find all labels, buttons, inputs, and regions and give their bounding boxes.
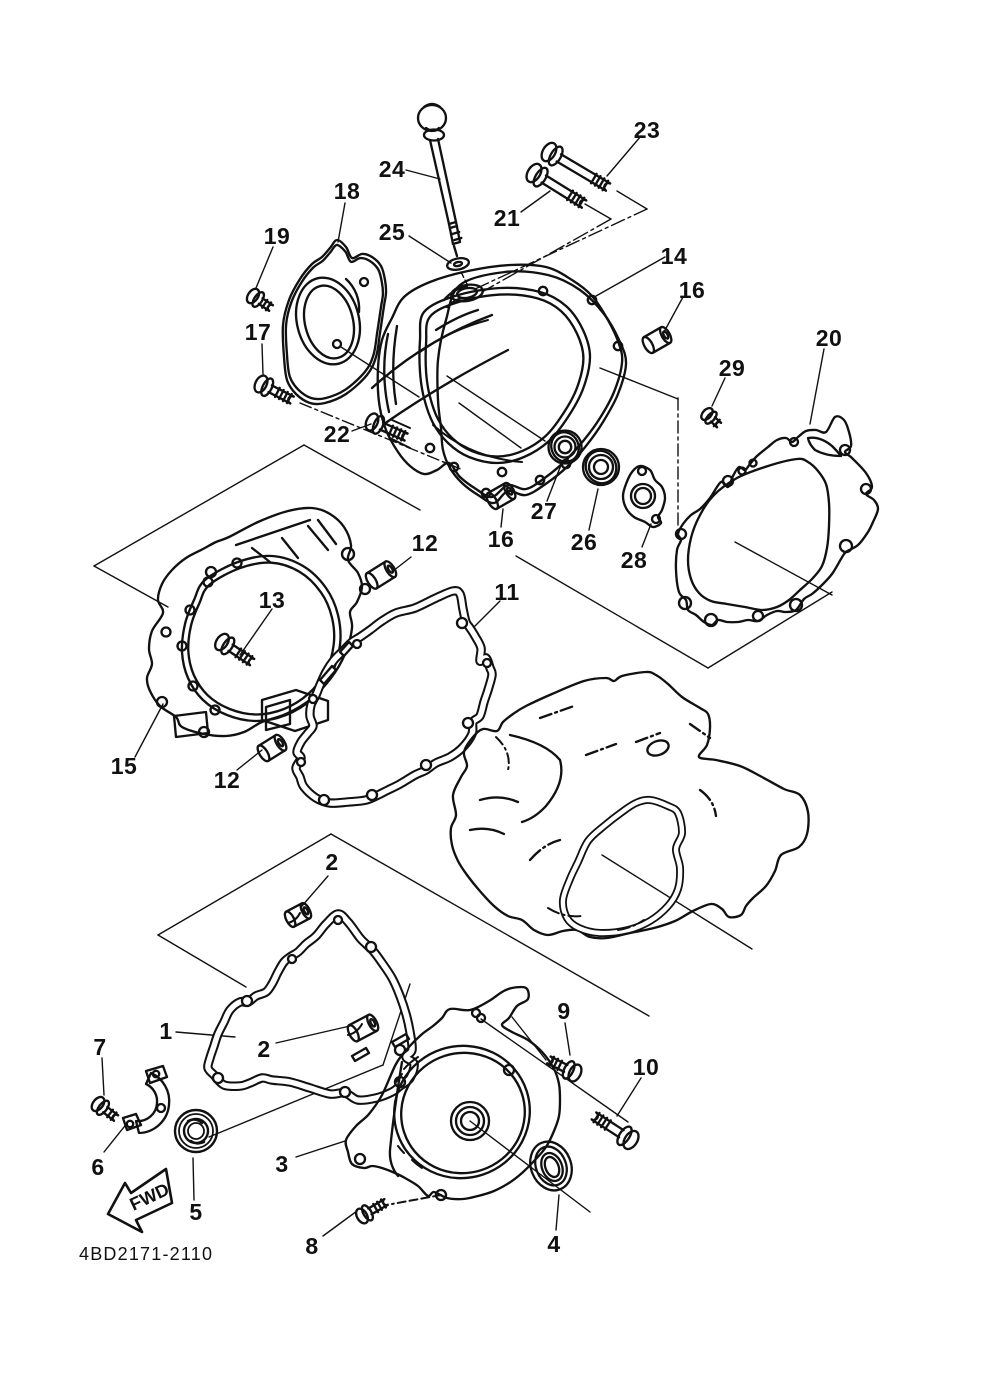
svg-text:13: 13 — [259, 587, 286, 613]
svg-text:14: 14 — [661, 243, 688, 269]
svg-text:7: 7 — [93, 1034, 106, 1060]
svg-text:12: 12 — [214, 767, 241, 793]
svg-text:2: 2 — [325, 849, 338, 875]
svg-text:28: 28 — [621, 547, 648, 573]
svg-text:4BD2171-2110: 4BD2171-2110 — [79, 1244, 213, 1264]
svg-text:10: 10 — [633, 1054, 660, 1080]
svg-text:19: 19 — [264, 223, 291, 249]
svg-text:12: 12 — [412, 530, 439, 556]
svg-text:2: 2 — [257, 1036, 270, 1062]
svg-text:9: 9 — [557, 998, 570, 1024]
svg-text:20: 20 — [816, 325, 843, 351]
svg-text:23: 23 — [634, 117, 661, 143]
svg-text:11: 11 — [494, 579, 519, 605]
svg-text:27: 27 — [531, 498, 558, 524]
svg-text:16: 16 — [488, 526, 515, 552]
svg-text:1: 1 — [159, 1018, 172, 1044]
svg-text:6: 6 — [91, 1154, 104, 1180]
svg-text:26: 26 — [571, 529, 598, 555]
svg-text:4: 4 — [547, 1231, 560, 1257]
svg-text:5: 5 — [189, 1199, 202, 1225]
svg-text:24: 24 — [379, 156, 406, 182]
svg-text:18: 18 — [334, 178, 361, 204]
svg-text:3: 3 — [275, 1151, 288, 1177]
svg-text:21: 21 — [494, 205, 521, 231]
svg-text:25: 25 — [379, 219, 406, 245]
svg-text:22: 22 — [324, 421, 351, 447]
svg-text:29: 29 — [719, 355, 746, 381]
svg-text:8: 8 — [305, 1233, 318, 1259]
svg-text:16: 16 — [679, 277, 706, 303]
svg-text:15: 15 — [111, 753, 138, 779]
svg-text:17: 17 — [245, 319, 272, 345]
